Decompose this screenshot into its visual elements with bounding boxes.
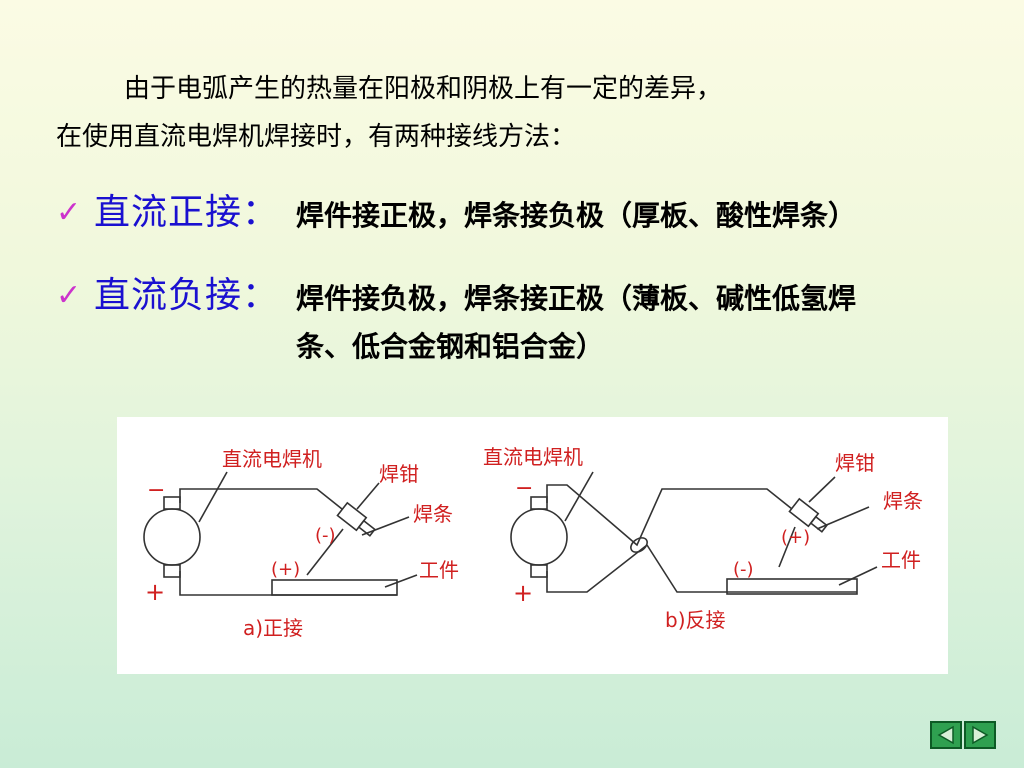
- holder-label-right: 焊钳: [835, 451, 875, 475]
- workpiece-right: [726, 578, 858, 595]
- machine-label-left: 直流电焊机: [222, 447, 322, 471]
- minus-sign-left: −: [147, 478, 165, 503]
- electrode-rod-right: [778, 526, 796, 568]
- leader-rod-left: [361, 516, 410, 536]
- electrode-holder-right: [788, 497, 828, 533]
- generator-right: [510, 508, 568, 566]
- wiring-diagram: 直流电焊机 − + 焊钳 焊条 工件 (-) (+) a)正接 直流电焊机 − …: [117, 417, 948, 674]
- rod-label-right: 焊条: [883, 489, 923, 513]
- bullet-description-continued: 条、低合金钢和铝合金）: [296, 330, 605, 363]
- generator-left: [143, 508, 201, 566]
- intro-line-2: 在使用直流电焊机焊接时，有两种接线方法：: [56, 122, 577, 152]
- checkmark-icon: ✓: [56, 195, 82, 230]
- triangle-right-icon: [972, 725, 989, 745]
- rod-label-left: 焊条: [413, 502, 453, 526]
- plus-sign-left: +: [145, 578, 165, 606]
- leader-machine-right: [564, 471, 594, 522]
- bullet-description: 焊件接负极，焊条接正极（薄板、碱性低氢焊: [296, 282, 857, 315]
- electrode-holder-left: [336, 501, 376, 537]
- plus-sign-right: +: [513, 579, 533, 607]
- term-text: 直流负接: [94, 275, 243, 316]
- work-label-right: 工件: [881, 548, 921, 572]
- holder-label-left: 焊钳: [379, 462, 419, 486]
- leader-machine-left: [198, 471, 228, 523]
- leader-work-left: [384, 574, 418, 588]
- previous-slide-button[interactable]: [930, 721, 962, 749]
- term-colon: ：: [242, 192, 280, 233]
- wiring-diagram-svg: 直流电焊机 − + 焊钳 焊条 工件 (-) (+) a)正接 直流电焊机 − …: [143, 445, 923, 640]
- wire-to-work-right: [546, 543, 857, 593]
- work-polarity-left: (+): [271, 559, 300, 580]
- leader-holder-right: [808, 476, 836, 503]
- bullet-description: 焊件接正极，焊条接负极（厚板、酸性焊条）: [296, 199, 857, 232]
- checkmark-icon: ✓: [56, 278, 82, 313]
- workpiece-left: [271, 579, 398, 596]
- next-slide-button[interactable]: [964, 721, 996, 749]
- caption-right: b)反接: [665, 608, 726, 632]
- wire-to-holder-right: [546, 484, 793, 547]
- machine-label-right: 直流电焊机: [483, 445, 583, 469]
- rod-polarity-left: (-): [315, 525, 336, 546]
- generator-bottom-terminal-right: [530, 564, 548, 578]
- term-text: 直流正接: [94, 192, 243, 233]
- work-polarity-right: (-): [733, 559, 754, 580]
- bullet-term: 直流负接：: [94, 274, 279, 318]
- leader-holder-left: [356, 482, 380, 510]
- triangle-left-icon: [937, 725, 954, 745]
- slide-navigation: [930, 721, 998, 749]
- leader-work-right: [838, 566, 878, 586]
- electrode-rod-left: [306, 528, 344, 576]
- leader-rod-right: [816, 506, 870, 530]
- work-label-left: 工件: [419, 558, 459, 582]
- wire-to-holder-left: [179, 488, 343, 510]
- bullet-term: 直流正接：: [94, 191, 279, 235]
- generator-top-terminal-left: [163, 496, 181, 510]
- caption-left: a)正接: [243, 616, 303, 640]
- wire-crossing-right: [630, 537, 648, 553]
- generator-bottom-terminal-left: [163, 564, 181, 578]
- intro-line-1: 由于电弧产生的热量在阳极和阴极上有一定的差异，: [124, 74, 723, 104]
- minus-sign-right: −: [515, 476, 533, 501]
- term-colon: ：: [242, 275, 280, 316]
- rod-polarity-right: (+): [781, 527, 810, 548]
